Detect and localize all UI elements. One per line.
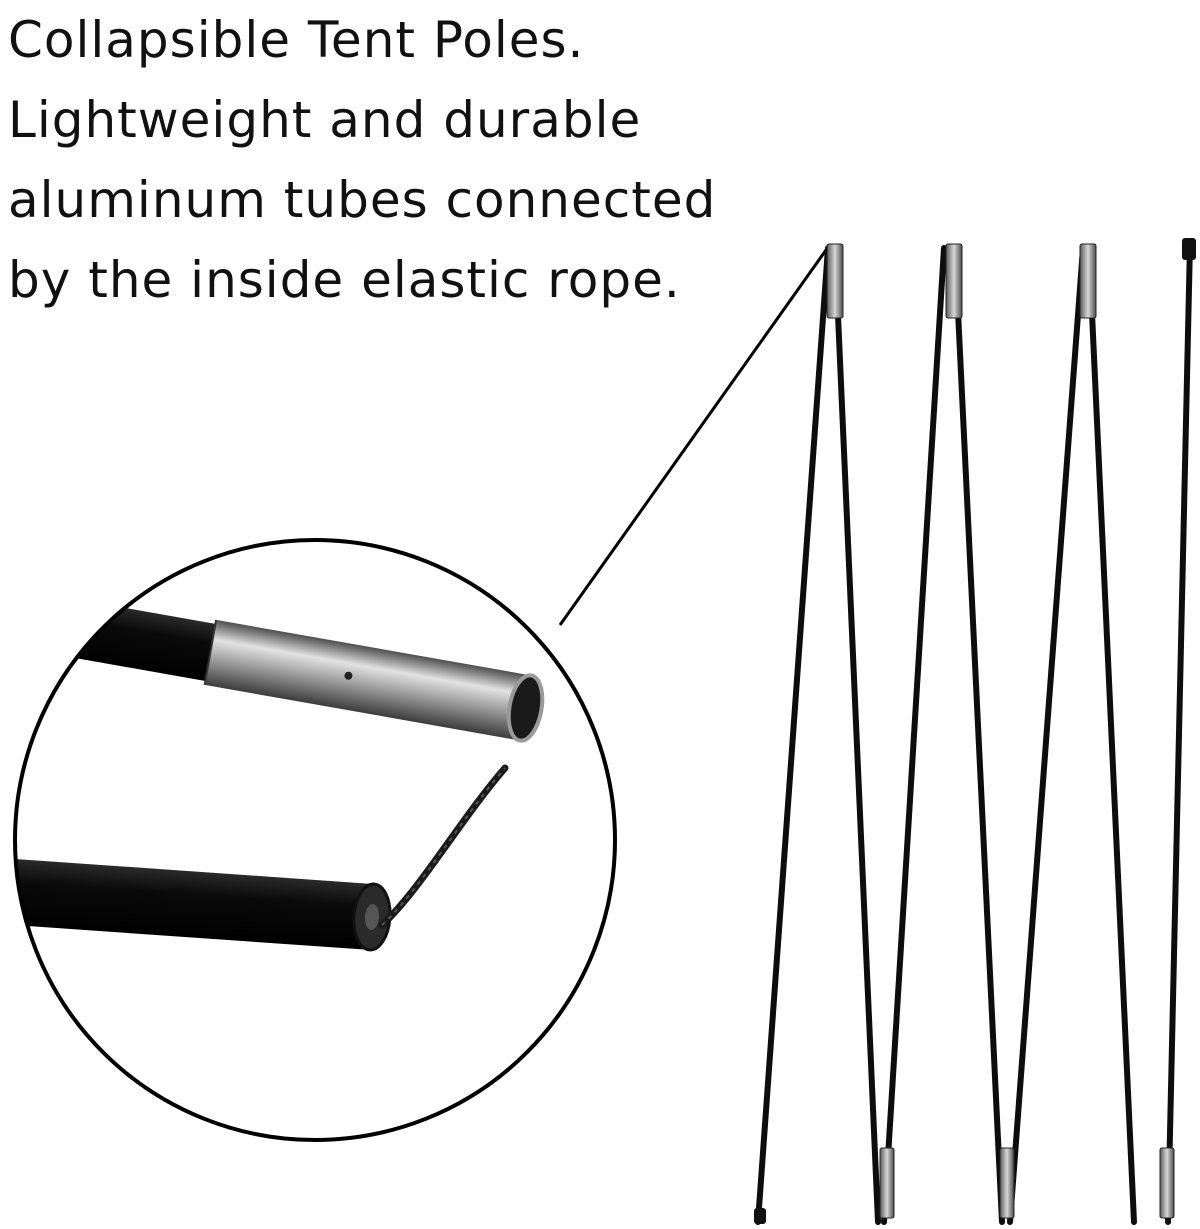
callout-line — [558, 249, 828, 626]
headline-line-3: aluminum tubes connected — [8, 171, 717, 229]
top-ferrules — [826, 238, 1196, 319]
pole-joint-magnifier — [13, 538, 617, 1142]
headline-line-1: Collapsible Tent Poles. — [8, 11, 585, 69]
bottom-ferrules — [754, 1147, 1175, 1224]
headline-line-4: by the inside elastic rope. — [8, 251, 681, 309]
pole-segments — [755, 241, 1193, 1225]
product-headline: Collapsible Tent Poles. Lightweight and … — [8, 0, 808, 320]
headline-line-2: Lightweight and durable — [8, 91, 642, 149]
